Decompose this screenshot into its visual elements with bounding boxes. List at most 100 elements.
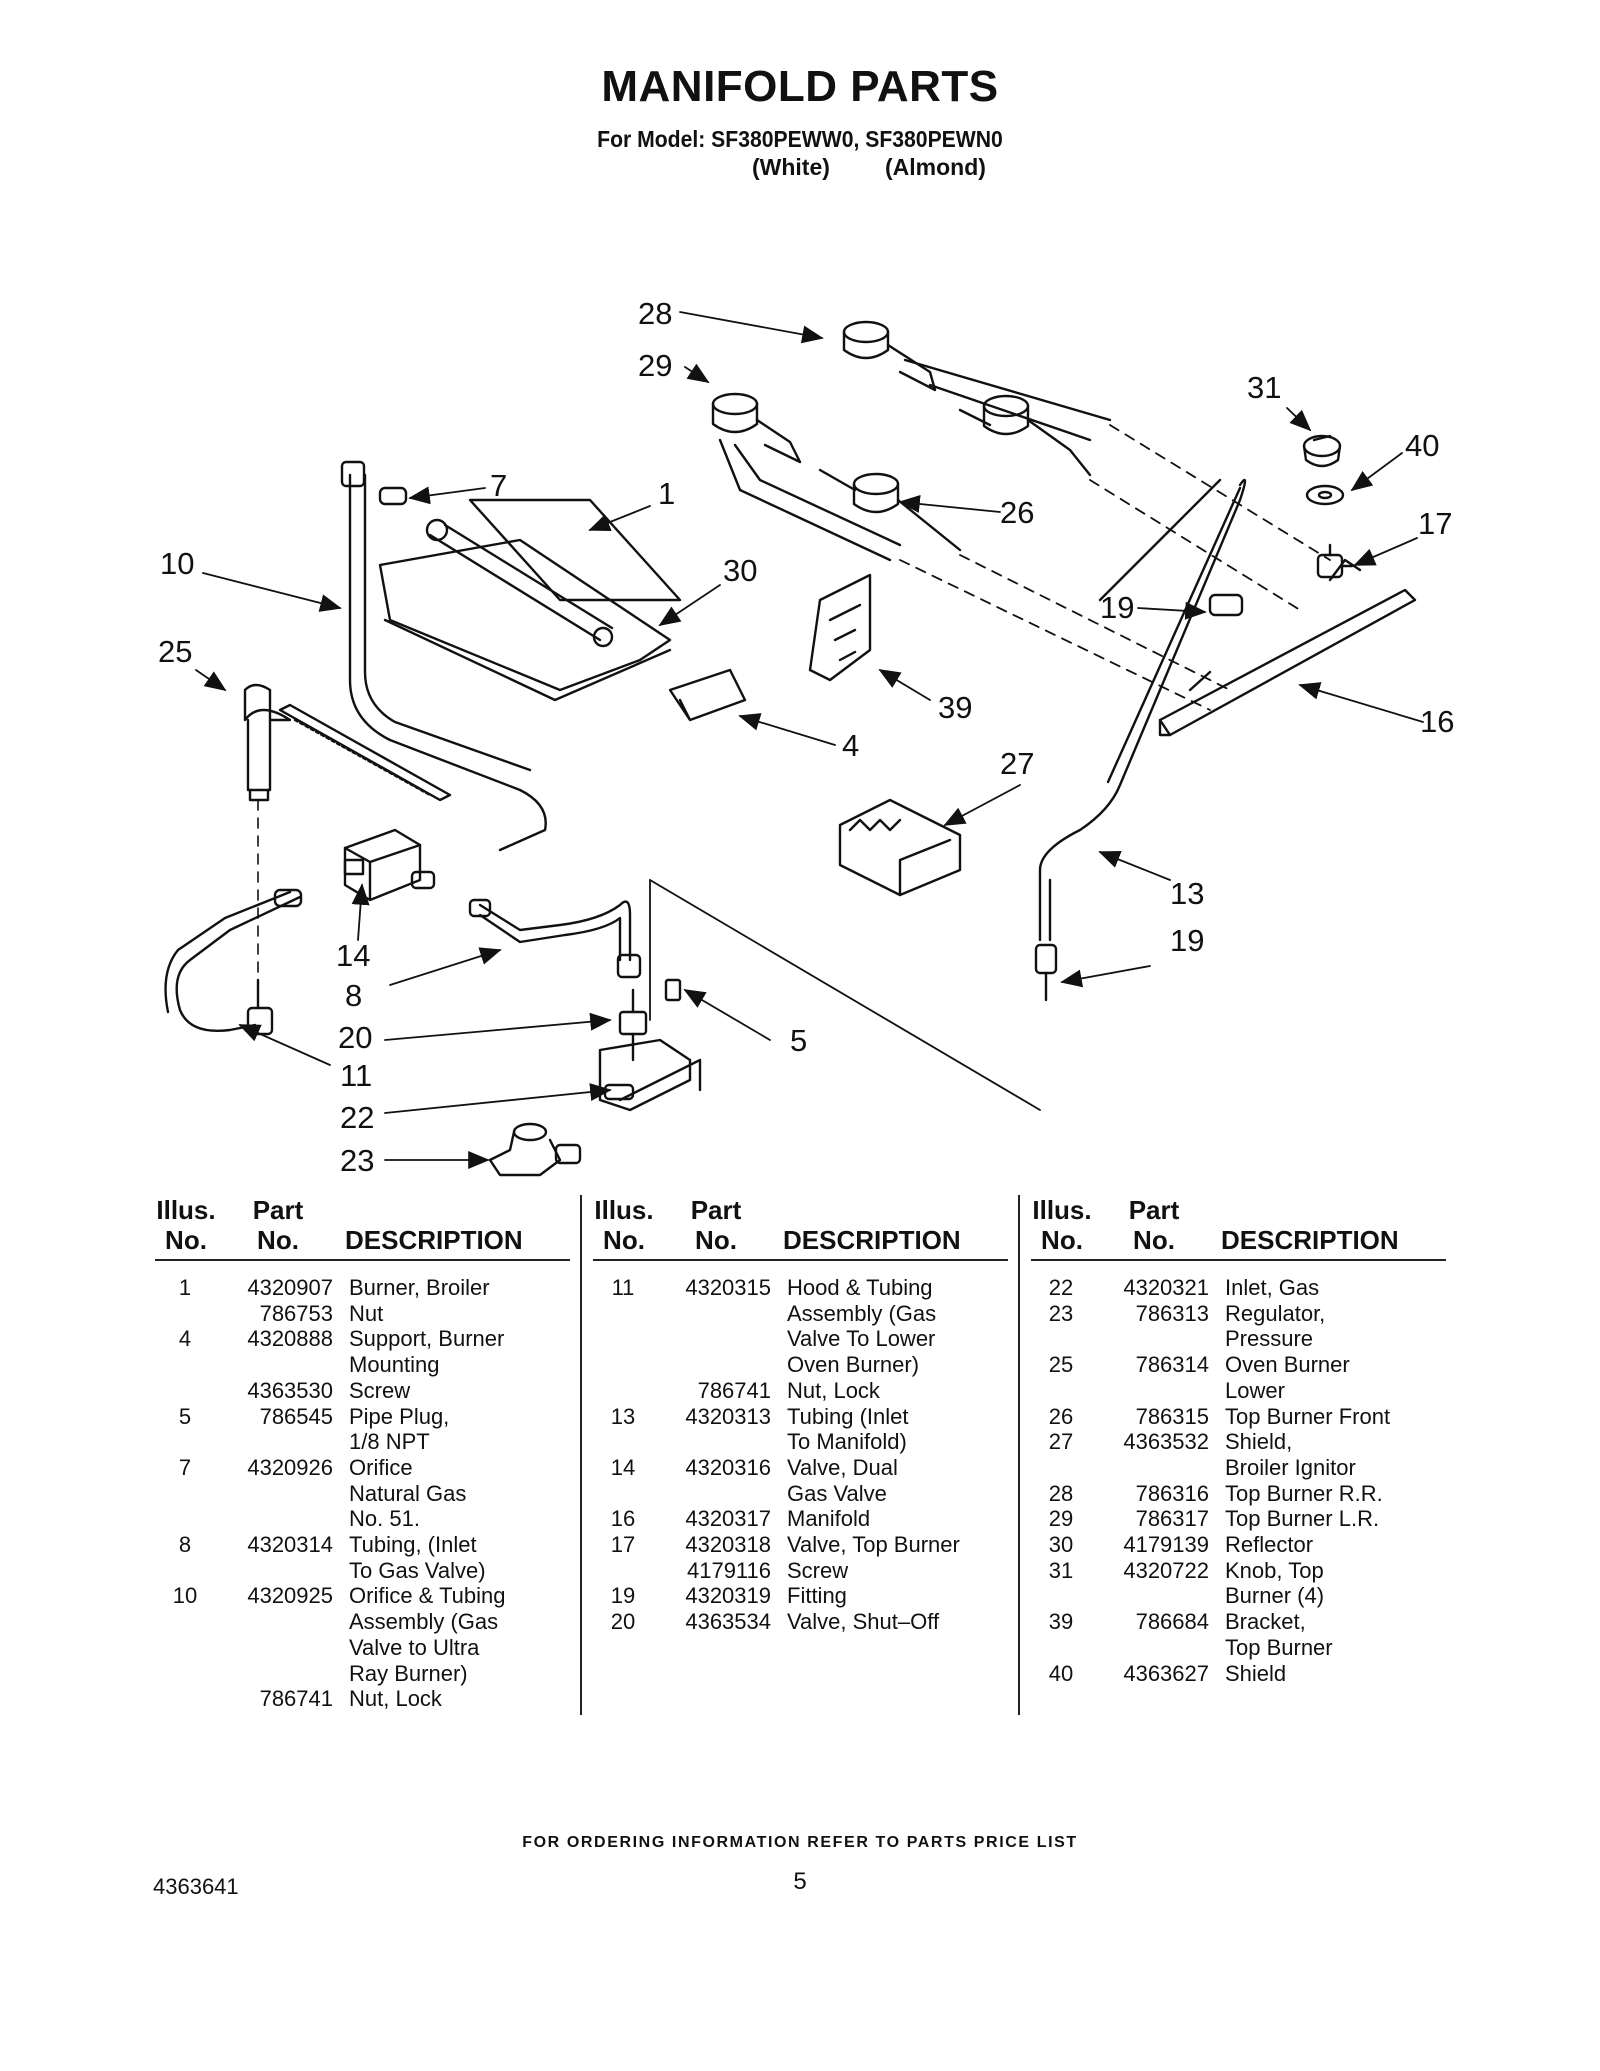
illus-number: 7	[178, 1454, 192, 1480]
page-number: 5	[793, 1868, 807, 1895]
illus-number: 8	[178, 1532, 192, 1557]
part-number: 4320317	[685, 1506, 771, 1532]
part-number: 786753	[259, 1300, 333, 1326]
pressure-regulator	[488, 1122, 582, 1177]
manifold-exploded-diagram	[164, 311, 1424, 1177]
callout-29: 29	[638, 348, 673, 383]
part-description: Nut, Lock	[787, 1377, 880, 1403]
part-number: 786317	[1135, 1506, 1209, 1532]
illus-number: 31	[1048, 1557, 1074, 1583]
description-header: DESCRIPTION	[783, 1225, 961, 1255]
page-title: MANIFOLD PARTS	[601, 62, 999, 111]
parts-row: Assembly (Gas	[155, 1609, 575, 1635]
illus-number: 4	[178, 1326, 192, 1352]
part-description: Tubing, (Inlet	[349, 1532, 477, 1557]
part-description: Oven Burner)	[787, 1352, 920, 1378]
top-burner-valve	[1316, 543, 1354, 579]
part-header-line2: No.	[1133, 1225, 1175, 1255]
parts-row: To Manifold)	[593, 1429, 1013, 1455]
callout-11: 11	[340, 1058, 373, 1093]
part-description: 1/8 NPT	[349, 1429, 430, 1455]
part-description: Tubing (Inlet	[787, 1403, 909, 1429]
part-description: Assembly (Gas	[349, 1609, 499, 1635]
callout-22: 22	[340, 1100, 375, 1135]
illus-header-line1: Illus.	[1032, 1195, 1092, 1225]
part-description: Lower	[1225, 1377, 1285, 1403]
illus-number: 16	[610, 1506, 636, 1532]
parts-row: Oven Burner)	[593, 1352, 1013, 1378]
parts-row: Lower	[1031, 1378, 1451, 1404]
part-header-line1: Part	[1128, 1195, 1180, 1225]
ordering-note: FOR ORDERING INFORMATION REFER TO PARTS …	[522, 1834, 1078, 1851]
part-description: To Manifold)	[787, 1429, 907, 1455]
part-description: Valve, Dual	[787, 1454, 898, 1480]
fitting-top	[1208, 593, 1244, 617]
callout-19-top: 19	[1100, 590, 1135, 625]
part-number: 786741	[259, 1686, 333, 1712]
illus-number: 25	[1048, 1352, 1074, 1378]
part-description: Natural Gas	[349, 1480, 467, 1506]
part-number: 4320888	[247, 1326, 333, 1352]
illus-header-line1: Illus.	[156, 1195, 216, 1225]
header-rule	[1031, 1259, 1446, 1261]
part-number: 4320321	[1123, 1275, 1209, 1300]
callout-4: 4	[842, 728, 860, 763]
description-header: DESCRIPTION	[345, 1225, 523, 1255]
parts-row: Broiler Ignitor	[1031, 1455, 1451, 1481]
part-number: 786316	[1135, 1480, 1209, 1506]
illus-header-line1: Illus.	[594, 1195, 654, 1225]
part-description: Mounting	[349, 1352, 440, 1378]
broiler-burner	[425, 518, 614, 648]
part-description: Manifold	[787, 1506, 871, 1532]
illus-number: 13	[610, 1403, 636, 1429]
part-description: Burner, Broiler	[349, 1275, 490, 1300]
part-number: 4320313	[685, 1403, 771, 1429]
gas-inlet	[598, 1038, 702, 1112]
parts-row: Assembly (Gas	[593, 1301, 1013, 1327]
part-description: Support, Burner	[349, 1326, 505, 1352]
part-header-line2: No.	[695, 1225, 737, 1255]
part-description: Screw	[349, 1377, 411, 1403]
parts-row: Burner (4)	[1031, 1583, 1451, 1609]
callout-40: 40	[1405, 428, 1440, 463]
variant-white: (White)	[752, 154, 830, 180]
illus-header-line2: No.	[165, 1225, 207, 1255]
part-description: Fitting	[787, 1583, 847, 1609]
callout-7: 7	[490, 468, 508, 503]
part-number: 4320907	[247, 1275, 333, 1300]
parts-row: 1/8 NPT	[155, 1429, 575, 1455]
pipe-plug	[664, 978, 682, 1002]
parts-row: 4 4320888 Support, Burner	[155, 1326, 575, 1352]
illus-number: 17	[610, 1532, 636, 1557]
shield-washer	[1305, 484, 1345, 506]
part-number: 4320315	[685, 1275, 771, 1300]
illus-number: 30	[1048, 1532, 1074, 1557]
callout-25: 25	[158, 634, 193, 669]
part-description: Nut	[349, 1300, 384, 1326]
part-description: Valve To Lower	[787, 1326, 936, 1352]
illus-number: 28	[1048, 1480, 1074, 1506]
callout-10: 10	[160, 546, 195, 581]
part-description: Orifice	[349, 1454, 413, 1480]
part-header-line1: Part	[252, 1195, 304, 1225]
oven-burner-lower	[243, 683, 452, 802]
part-description: Screw	[787, 1557, 849, 1583]
callout-16: 16	[1420, 704, 1455, 739]
header-rule	[155, 1259, 570, 1261]
parts-row: Mounting	[155, 1352, 575, 1378]
illus-number: 20	[610, 1609, 636, 1635]
part-description: Orifice & Tubing	[349, 1583, 506, 1609]
